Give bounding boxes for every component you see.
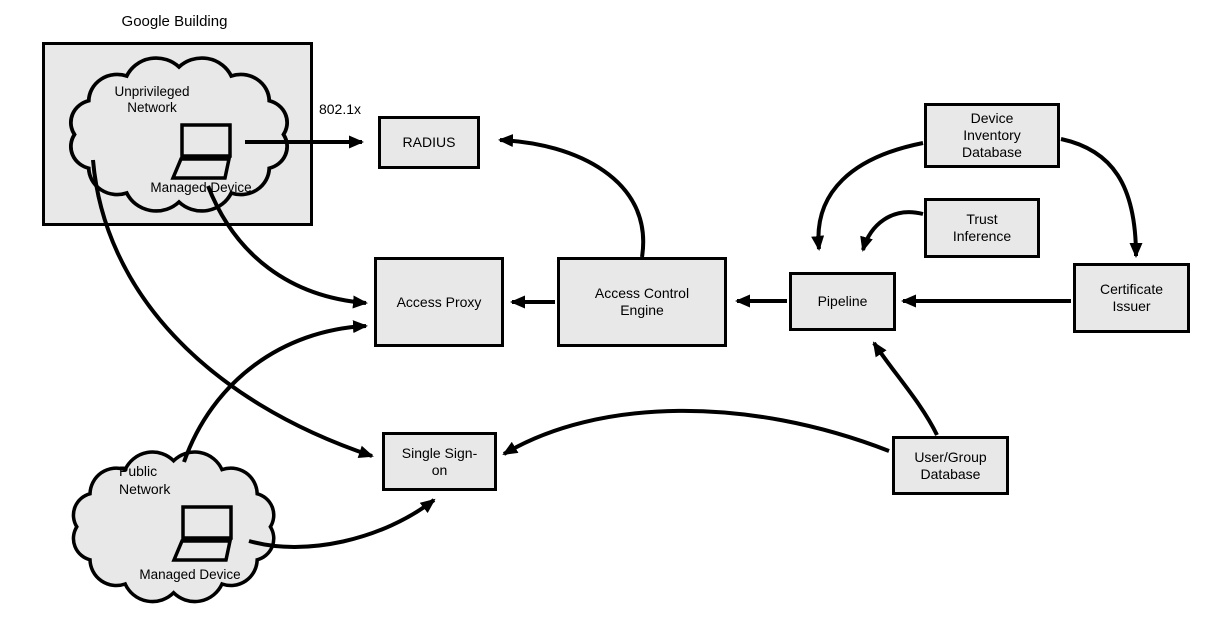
edge-unprivileged-to-sso-arrow [91, 159, 374, 459]
node-didb-label-line2: Inventory [963, 127, 1021, 143]
node-device-inventory-database: Device Inventory Database [924, 103, 1060, 168]
node-ace-label-line2: Engine [620, 302, 664, 318]
public-network-cloud [71, 450, 276, 604]
unprivileged-network-label: Unprivileged Network [92, 84, 212, 116]
public-network-label: Public Network [119, 462, 199, 498]
node-ugdb-label-line2: Database [920, 465, 981, 482]
node-user-group-database: User/Group Database [892, 436, 1009, 495]
node-access-proxy-label: Access Proxy [396, 293, 482, 310]
edge-unprivileged-to-access-proxy-arrow [206, 185, 368, 309]
node-radius-label: RADIUS [402, 134, 456, 150]
node-didb-label-line1: Device [970, 110, 1014, 126]
google-building-title: Google Building [121, 13, 228, 30]
node-access-control-engine: Access Control Engine [557, 257, 727, 347]
edge-ugdb-to-sso-arrow [502, 408, 890, 456]
node-trust-inference: Trust Inference [924, 198, 1040, 258]
node-trust-inference-label-line1: Trust [966, 211, 998, 227]
node-single-sign-on: Single Sign- on [382, 432, 497, 491]
unprivileged-network-label-line1: Unprivileged [114, 84, 190, 99]
laptop-icon [171, 505, 233, 562]
edge-public-to-access-proxy-arrow [182, 320, 368, 463]
public-network-label-line1: Public [119, 463, 158, 479]
edge-public-device-to-sso-arrow [248, 498, 436, 549]
node-didb-label-line3: Database [962, 144, 1022, 160]
laptop-icon [170, 123, 232, 180]
node-ace-label-line1: Access Control [594, 285, 690, 301]
node-pipeline-label: Pipeline [817, 293, 868, 309]
node-certificate-issuer: Certificate Issuer [1073, 263, 1190, 333]
edge-didb-to-cert-issuer-arrow [1060, 137, 1143, 258]
node-sso-label-line2: on [431, 461, 448, 478]
edge-ugdb-to-pipeline-arrow [872, 341, 939, 436]
edge-trust-inference-to-pipeline-arrow [860, 210, 924, 252]
unprivileged-network-label-line2: Network [127, 100, 177, 115]
node-trust-inference-label-line2: Inference [952, 228, 1012, 244]
unprivileged-network-cloud [69, 56, 289, 213]
node-cert-issuer-label-line1: Certificate [1099, 281, 1164, 297]
edge-ace-to-radius-arrow [498, 134, 646, 258]
node-ugdb-label-line1: User/Group [914, 448, 987, 465]
node-access-proxy: Access Proxy [374, 257, 504, 347]
public-network-label-line2: Network [119, 481, 171, 497]
node-cert-issuer-label-line2: Issuer [1112, 298, 1151, 314]
node-pipeline: Pipeline [789, 272, 896, 331]
managed-device-label-unprivileged: Managed Device [150, 180, 252, 195]
edge-didb-to-pipeline-arrow [811, 141, 924, 251]
node-radius: RADIUS [378, 116, 480, 169]
edge-label-8021x: 802.1x [318, 101, 362, 117]
managed-device-label-public: Managed Device [139, 567, 241, 582]
node-sso-label-line1: Single Sign- [401, 444, 478, 461]
